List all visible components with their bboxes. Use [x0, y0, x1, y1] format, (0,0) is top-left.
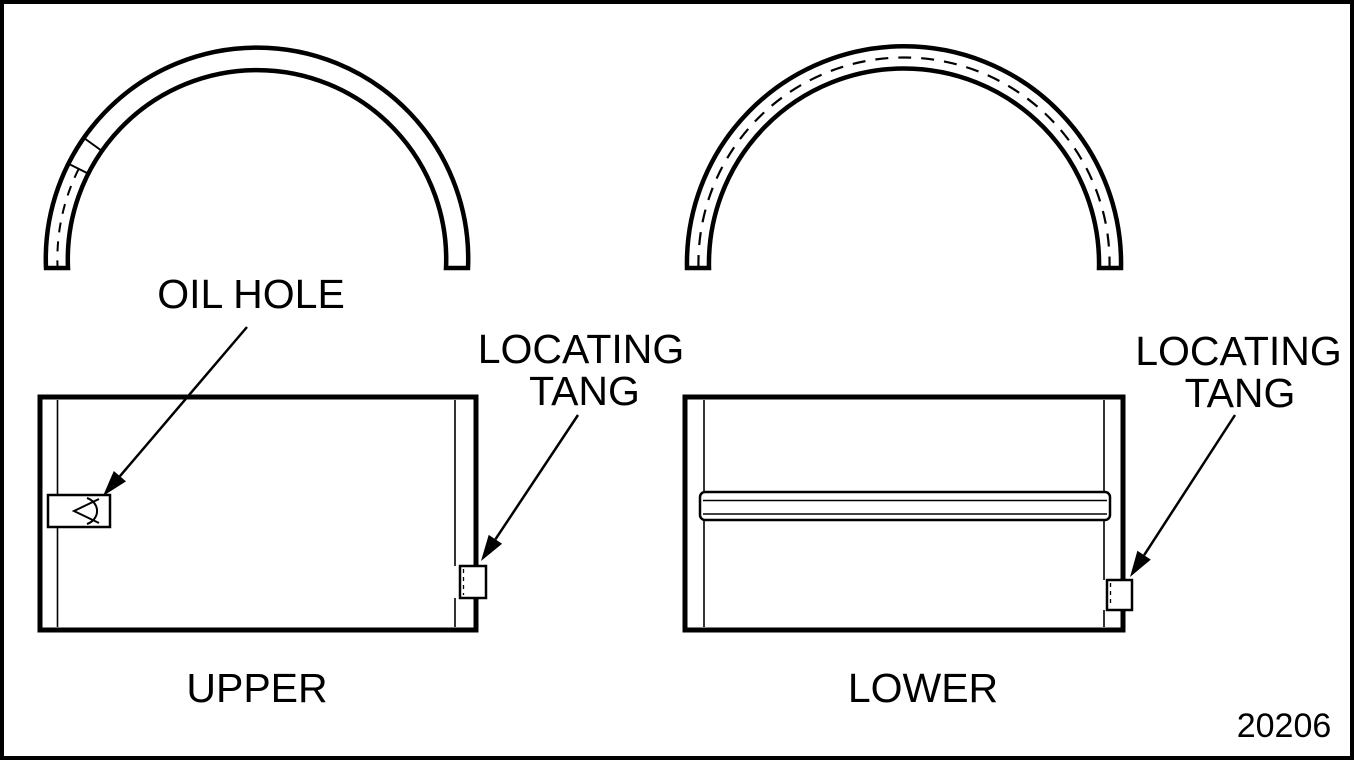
lower-oil-groove-band	[698, 490, 1112, 522]
upper-bearing-outline	[37, 394, 479, 633]
oil-hole-arrowhead-icon	[103, 471, 126, 496]
upper-tang-leader-line	[494, 414, 580, 540]
oil-hole-feature	[46, 493, 112, 529]
upper-locating-tang-label-line2: TANG	[529, 368, 640, 414]
upper-bearing-shell-arc	[43, 45, 471, 271]
lower-bearing-plan-view	[682, 394, 1134, 633]
oil-hole-leader	[103, 326, 248, 496]
upper-caption: UPPER	[186, 665, 327, 711]
lower-bearing-shell-arc	[684, 44, 1124, 271]
lower-tang-leader-line	[1143, 414, 1237, 556]
lower-locating-tang-label-line1: LOCATING	[1135, 328, 1342, 374]
oil-hole-label: OIL HOLE	[157, 271, 345, 317]
oil-hole-leader-line	[118, 326, 248, 478]
upper-bearing-plan-view	[37, 394, 488, 633]
upper-bearing-arc-view	[43, 45, 471, 271]
lower-bearing-arc-view	[684, 44, 1124, 271]
upper-tang-arrowhead-icon	[481, 534, 503, 561]
lower-tang-leader	[1130, 414, 1237, 577]
lower-locating-tang-label-line2: TANG	[1185, 370, 1296, 416]
lower-locating-tang	[1105, 578, 1134, 612]
lower-tang-arrowhead-icon	[1130, 550, 1151, 577]
lower-caption: LOWER	[848, 665, 998, 711]
upper-tang-leader	[481, 414, 580, 561]
oil-hole-bore-arc	[86, 497, 99, 525]
upper-oil-groove-hidden-line	[56, 168, 80, 267]
oil-hole-drill-point	[71, 498, 100, 524]
oil-hole-tick-upper	[83, 137, 103, 152]
upper-locating-tang-label-line1: LOCATING	[478, 326, 685, 372]
upper-locating-tang	[458, 564, 488, 600]
lower-oil-groove-hidden-line	[697, 56, 1111, 269]
figure-number: 20206	[1237, 707, 1332, 745]
